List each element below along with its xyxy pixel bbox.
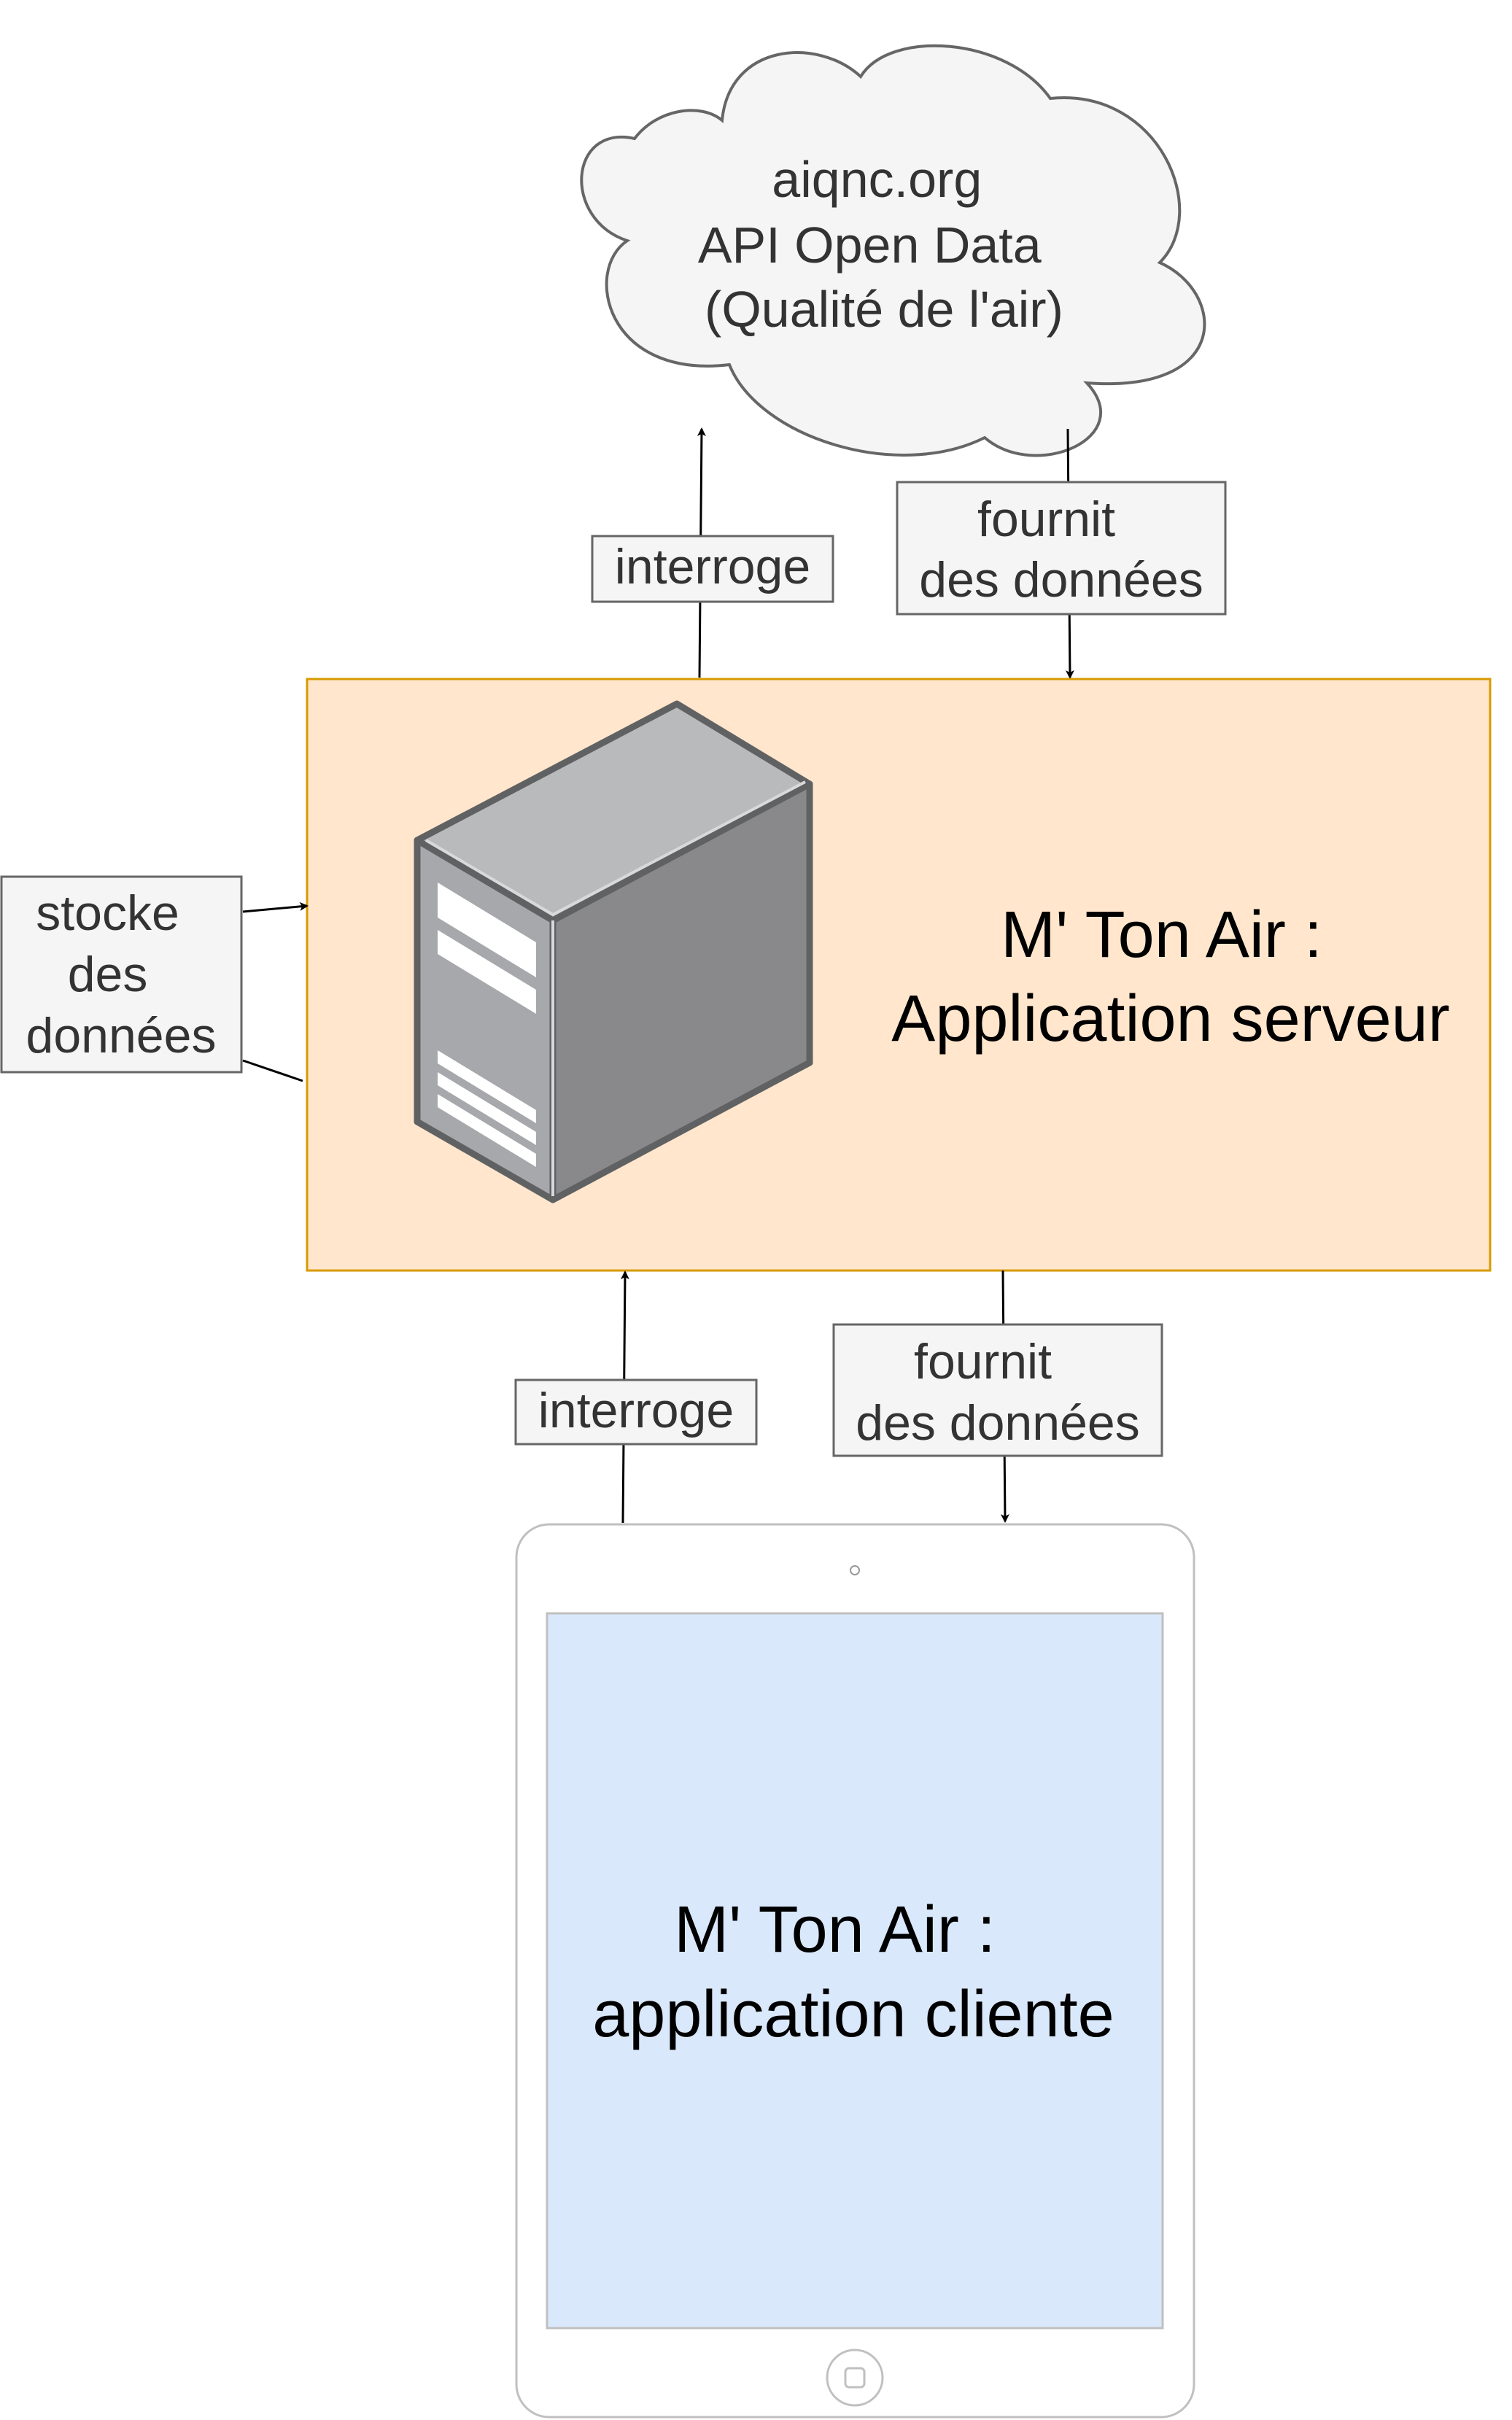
label-fournit-top-line2: des données [919,552,1203,608]
label-server-provides-data: fournit des données [832,1323,1163,1457]
label-stocke-line1: stocke [36,885,179,941]
label-client-queries-server: interroge [514,1378,758,1446]
edge-store-data-out [242,1059,303,1082]
label-fournit-bottom-line2: des données [856,1395,1139,1451]
label-interroge-bottom-text: interroge [538,1383,734,1438]
label-stores-data: stocke des données [0,875,243,1074]
svg-text:aiqnc.org API Open Data: aiqnc.org API Open Data (Qualité de l'ai… [698,151,1063,338]
tablet-home-button-icon [826,2349,884,2407]
client-tablet-node: M' Ton Air : application cliente [515,1523,1195,2419]
cloud-caption: (Qualité de l'air) [705,281,1063,338]
svg-text:M' Ton Air : Application: M' Ton Air : Application serveur [891,899,1449,1055]
edge-store-data-in [242,901,309,913]
client-subtitle: application cliente [592,1978,1114,2051]
label-stocke-line2: des [68,947,148,1002]
label-fournit-top-line1: fournit [977,492,1115,547]
label-interroge-top-text: interroge [615,539,810,594]
svg-text:stocke des données: stocke des données [26,885,217,1063]
server-application-node: M' Ton Air : Application serveur [306,678,1492,1272]
cloud-title: aiqnc.org [772,151,982,208]
client-title: M' Ton Air : [674,1893,996,1966]
label-stocke-line3: données [26,1008,217,1063]
tablet-camera-icon [850,1565,860,1575]
cloud-api-node: aiqnc.org API Open Data (Qualité de l'ai… [580,44,1206,457]
server-tower-icon [414,700,813,1203]
tablet-screen [546,1612,1164,2330]
label-cloud-provides-data: fournit des données [896,481,1227,616]
label-fournit-bottom-line1: fournit [914,1334,1052,1389]
cloud-shape [580,44,1206,457]
server-subtitle: Application serveur [891,982,1449,1055]
svg-text:fournit des données: fournit des données [856,1334,1139,1451]
svg-text:M' Ton Air : application: M' Ton Air : application cliente [592,1893,1114,2051]
server-title: M' Ton Air : [1001,899,1322,972]
cloud-subtitle: API Open Data [698,217,1042,274]
svg-text:fournit des données: fournit des données [919,492,1203,608]
label-server-queries-cloud: interroge [591,535,834,603]
